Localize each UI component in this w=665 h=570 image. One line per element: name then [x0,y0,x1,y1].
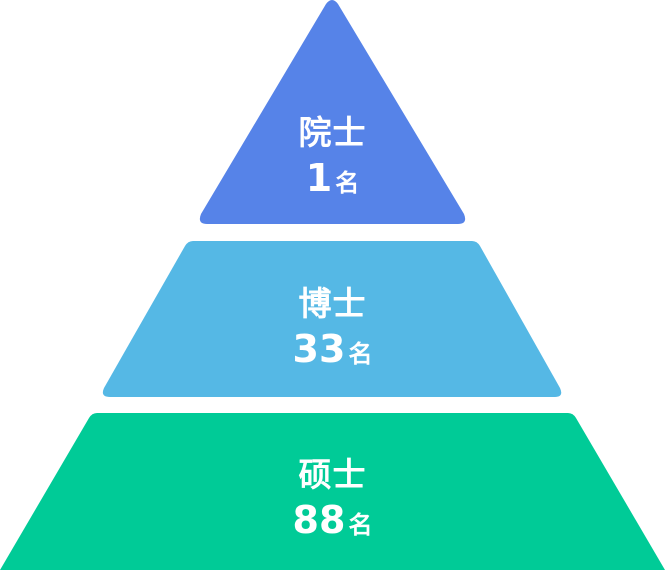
pyramid-tier-middle [102,241,562,397]
tier-unit: 名 [348,340,373,368]
tier-title: 硕士 [298,455,367,494]
tier-count: 33 [292,327,346,371]
tier-title: 博士 [298,284,367,323]
tier-count: 1 [305,156,333,200]
tier-unit: 名 [348,511,373,539]
tier-unit: 名 [335,169,360,197]
pyramid-tier-bottom [0,413,665,570]
tier-title: 院士 [298,113,367,152]
tier-count: 88 [292,498,346,542]
pyramid-tier-top [199,0,466,224]
